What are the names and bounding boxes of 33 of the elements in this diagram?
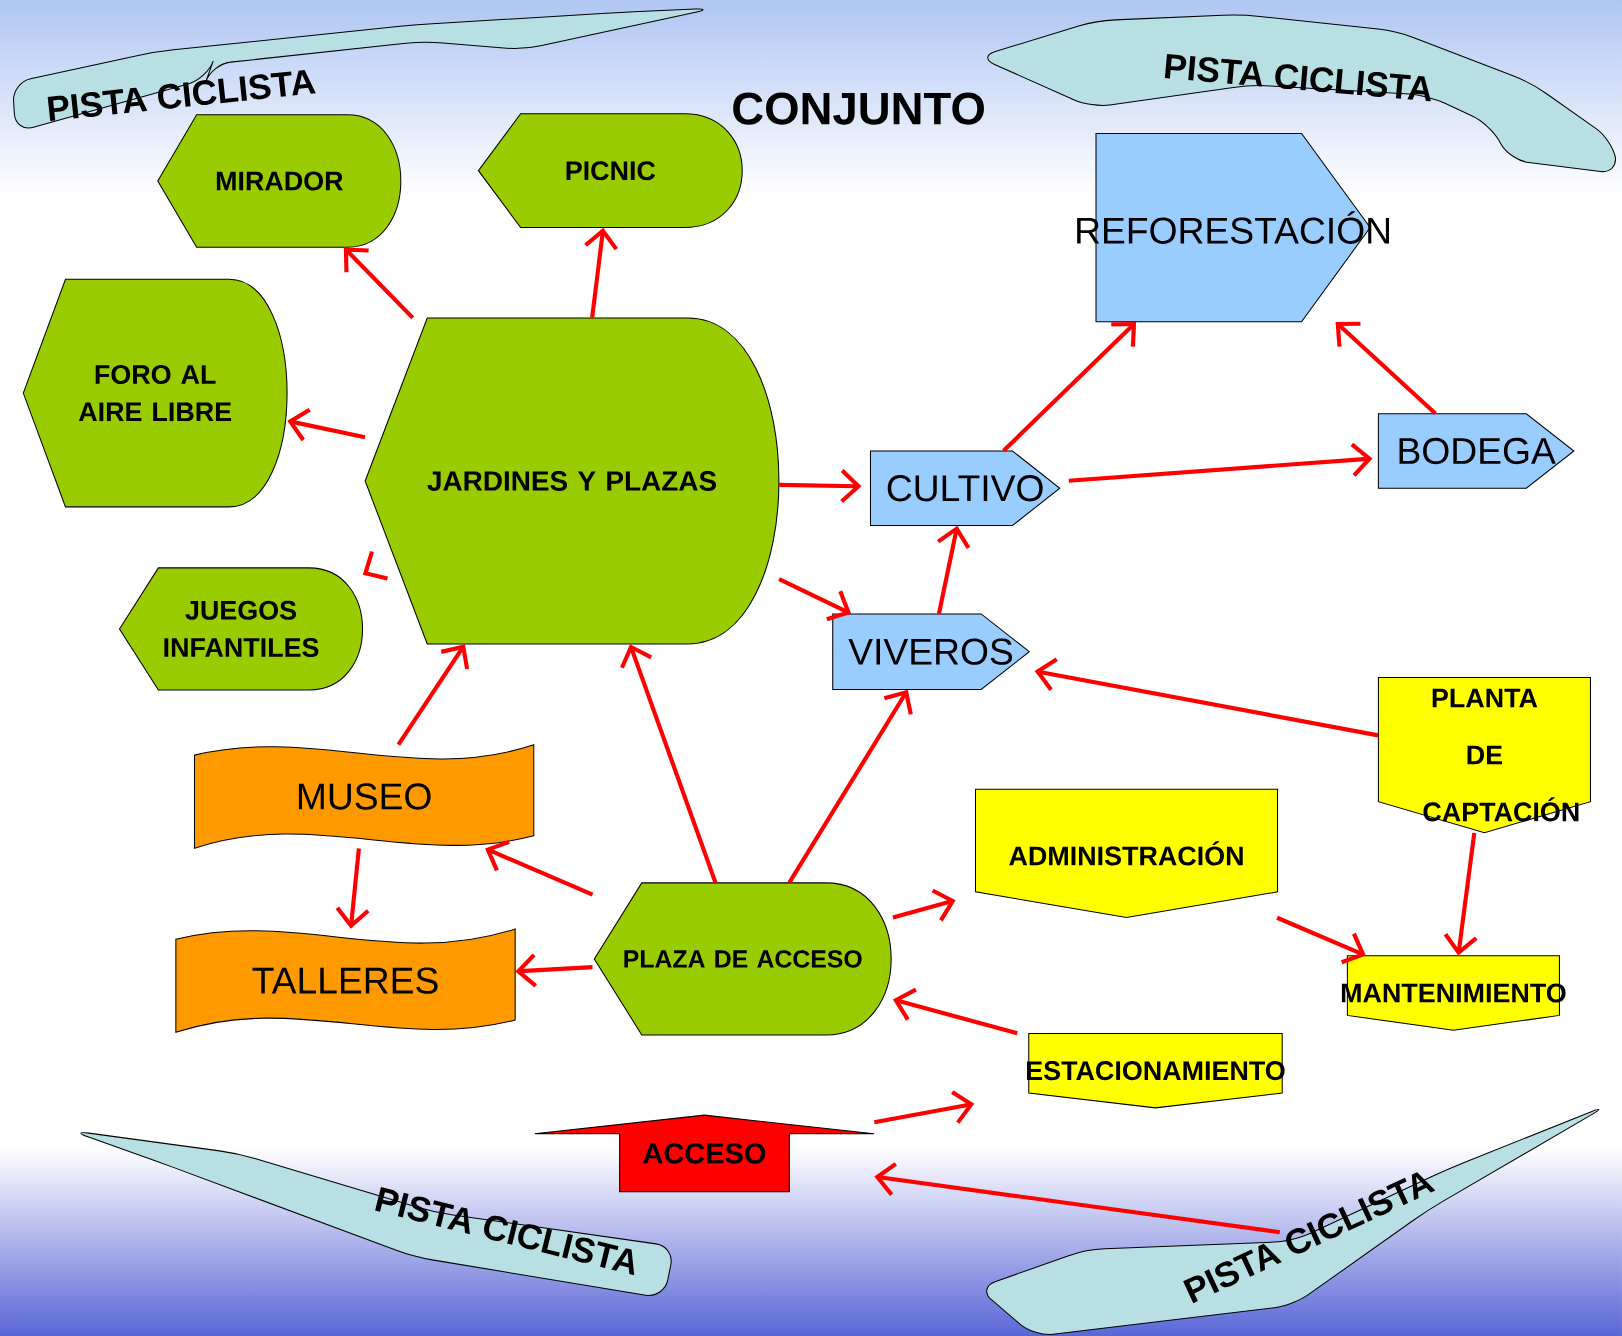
arrow	[892, 987, 1018, 1035]
arrow	[1443, 832, 1478, 956]
pentagon-box: BODEGA	[1377, 413, 1575, 489]
hexagon-box: JARDINES Y PLAZAS	[364, 317, 780, 645]
arrow	[1068, 442, 1373, 483]
pentagon-box: ADMINISTRACIÓN	[974, 788, 1279, 918]
bike-path-banner: PISTA CICLISTA	[987, 14, 1617, 172]
arrow	[485, 839, 594, 897]
pentagon-box: CULTIVO	[869, 450, 1061, 526]
arrow-shape-box: ACCESO	[534, 1114, 875, 1192]
arrow	[1276, 915, 1366, 964]
arrow	[1335, 321, 1437, 415]
bike-path-banner: PISTA CICLISTA	[13, 8, 704, 129]
hexagon-box: FORO AL AIRE LIBRE	[22, 278, 288, 508]
arrow	[584, 227, 618, 318]
arrow	[343, 247, 415, 320]
arrow	[778, 577, 852, 621]
arrow	[1002, 321, 1137, 453]
arrow	[396, 643, 470, 746]
arrow	[620, 643, 718, 884]
arrow	[1034, 657, 1379, 738]
arrow	[515, 953, 593, 988]
arrow	[779, 468, 862, 503]
pentagon-box: VIVEROS	[832, 613, 1031, 690]
hexagon-box: MIRADOR	[157, 114, 402, 248]
arrow	[335, 848, 370, 929]
arrow	[287, 407, 366, 441]
arrow	[874, 1161, 1281, 1234]
arrow	[787, 689, 913, 884]
arrow	[873, 1090, 975, 1124]
hexagon-box: JUEGOS INFANTILES	[118, 567, 364, 691]
arrow	[936, 525, 971, 614]
hexagon-box: PLAZA DE ACCESO	[593, 882, 892, 1036]
